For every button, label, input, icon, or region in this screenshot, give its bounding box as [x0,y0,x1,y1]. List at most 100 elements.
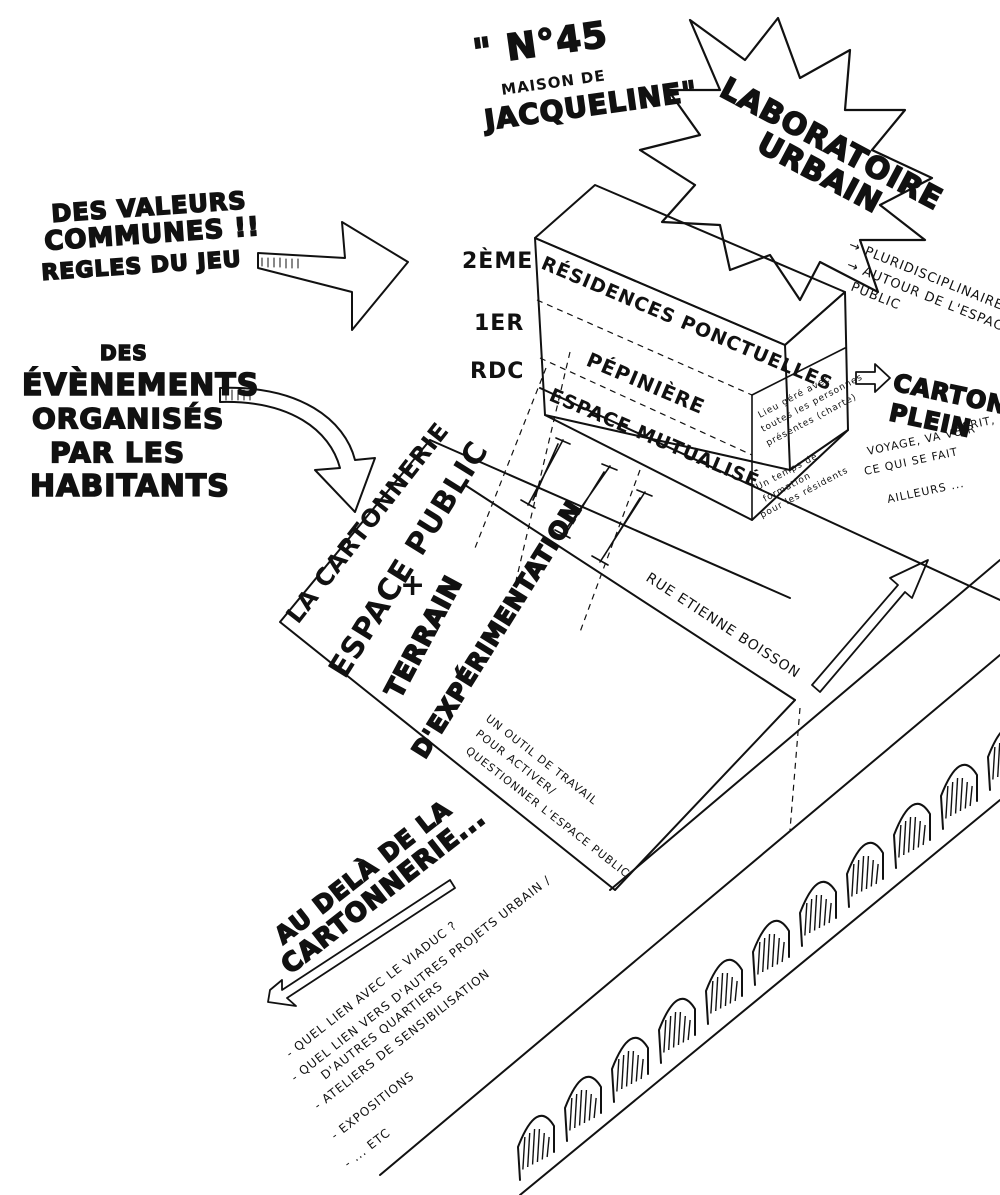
viaduct-arch-hatch [546,1136,550,1158]
viaduct-arch-hatch [954,777,959,814]
viaduct-arch-hatch [663,1019,667,1053]
viaduct-arch-hatch [527,1132,531,1168]
viaduct-arch [658,997,696,1064]
viaduct-arch-hatch [903,820,907,856]
viaduct-arch [799,880,837,947]
viaduct-arch [564,1075,602,1142]
viaduct-arch [705,958,743,1025]
viaduct-arch-hatch [719,972,724,1009]
viaduct-arch-hatch [578,1089,583,1126]
viaduct-arch-hatch [687,1019,691,1041]
viaduct-arch [987,731,1000,791]
viaduct-arch-hatch [828,902,832,924]
viaduct-arch-hatch [851,863,855,897]
viaduct-arch-hatch [907,816,912,853]
viaduct-arch-hatch [616,1058,620,1092]
viaduct-arch-hatch [875,863,879,885]
viaduct-arch-hatch [762,937,766,973]
events-line5: HABITANTS [30,469,230,504]
viaduct-arch-hatch [860,855,865,892]
viaduct-arch [517,1114,555,1181]
building-block [534,184,849,521]
viaduct-arch-hatch [781,941,785,963]
street-edges [429,387,1000,701]
viaduct-arch-hatch [588,1093,592,1121]
viaduct-arch-hatch [593,1097,597,1119]
plaza-area [279,439,801,891]
viaduct-arch-hatch [997,742,1000,778]
plaza-tool-1: UN OUTIL DE TRAVAIL [483,712,600,807]
double-arrows [520,437,653,566]
viaduct-arch-hatch [522,1136,526,1170]
viaduct-arch-hatch [856,859,860,895]
street-name: RUE ETIENNE BOISSON [643,570,803,682]
floor-label-second: 2ÈME [462,248,533,274]
viaduct-arch-hatch [531,1128,536,1165]
viaduct-arch-hatch [776,937,780,965]
floor-label-ground: RDC [470,359,524,384]
viaduct-arch-hatch [870,859,874,887]
plaza-plus: + [400,568,426,603]
lab-starburst [638,16,934,302]
viaduct-arch [846,841,884,908]
arrow-events-to-plaza [219,386,376,513]
viaduct-arch [940,763,978,830]
viaduct-arch-hatch [734,980,738,1002]
events-line2: ÉVÈNEMENTS [22,367,259,403]
viaduct-arch-hatch [541,1132,545,1160]
viaduct [379,559,1000,1195]
viaduct-arch-hatch [715,976,719,1012]
building-floor2-label: RÉSIDENCES PONCTUELLES [538,251,836,395]
viaduct-arch-hatch [757,941,761,975]
viaduct-arch-hatch [771,933,776,968]
arrow-beyond [267,879,456,1007]
viaduct-arch-hatch [865,855,870,890]
viaduct-arch-hatch [682,1015,686,1043]
viaduct-arch-hatch [992,746,996,780]
events-line3: ORGANISÉS [32,401,224,435]
projection-lines [474,351,641,633]
events-line4: PAR LES [50,436,185,469]
viaduct-arch-hatch [964,781,968,809]
viaduct-arch-hatch [677,1011,682,1046]
viaduct-arch-hatch [583,1089,588,1124]
viaduct-arch [893,802,931,869]
viaduct-arch-hatch [621,1054,625,1090]
viaduct-arch-hatch [950,781,954,817]
viaduct-arch-hatch [898,824,902,858]
house-number: " N°45 [471,14,611,73]
viaduct-arch-hatch [969,785,973,807]
carton-note-4: AILLEURS ... [886,477,966,506]
viaduct-arch-hatch [574,1093,578,1129]
viaduct-arch-hatch [917,820,921,848]
viaduct-arch-hatch [724,972,729,1007]
viaduct-arch-hatch [804,902,808,936]
arrow-to-carton-plein [855,363,891,393]
viaduct-arch-hatch [729,976,733,1004]
viaduct-arch-hatch [640,1058,644,1080]
arrow-to-viaduct [811,559,929,693]
viaduct-arch-hatch [818,894,823,929]
beyond-item-2b: D'AUTRES QUARTIERS [318,979,445,1083]
viaduct-arch-hatch [813,894,818,931]
viaduct-arch-hatch [766,933,771,970]
events-line1: DES [100,341,148,365]
viaduct-arch-hatch [823,898,827,926]
floor-label-first: 1ER [474,311,524,336]
viaduct-arch-hatch [672,1011,677,1048]
viaduct-arch-hatch [922,824,926,846]
viaduct-arch [611,1036,649,1103]
viaduct-arch-hatch [569,1097,573,1131]
viaduct-arch-hatch [710,980,714,1014]
viaduct-arch-hatch [536,1128,541,1163]
viaduct-arch [752,919,790,986]
viaduct-arch-hatch [668,1015,672,1051]
viaduct-arch-hatch [625,1050,630,1087]
viaduct-arch-hatch [912,816,917,851]
viaduct-arch-hatch [635,1054,639,1082]
viaduct-arch-hatch [809,898,813,934]
viaduct-arch-hatch [630,1050,635,1085]
viaduct-arch-hatch [959,777,964,812]
viaduct-arch-hatch [945,785,949,819]
